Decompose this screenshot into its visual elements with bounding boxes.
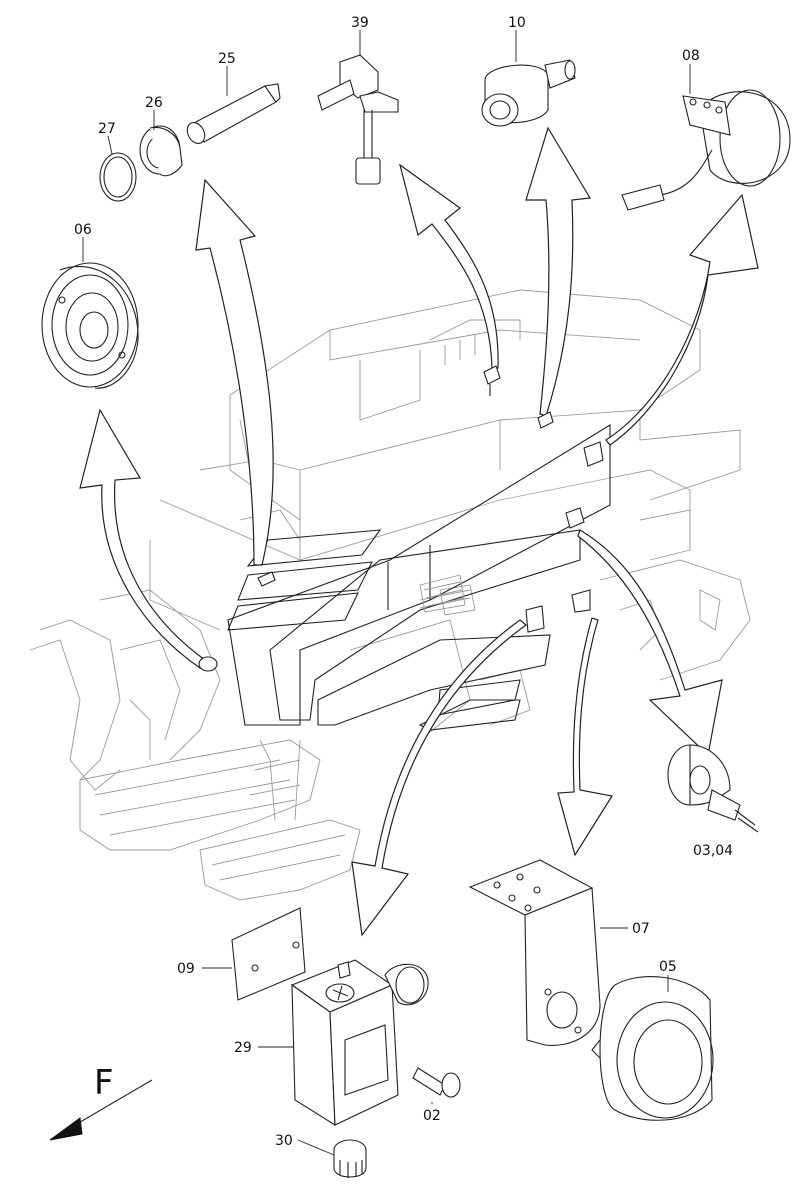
- part-39-sensor: [317, 30, 399, 185]
- machine-outline: [29, 289, 751, 901]
- callout-labels: 39 10 08 25 26 27 06 03,04 07 05 09 29 0…: [74, 15, 733, 1149]
- mounted-parts: [198, 365, 604, 672]
- callout-05: 05: [659, 959, 677, 975]
- cab-panels: [227, 424, 611, 731]
- callout-39: 39: [351, 15, 369, 31]
- front-direction-label: F: [94, 1063, 114, 1103]
- flow-arrows: [79, 126, 759, 937]
- part-06-flange: [41, 237, 139, 389]
- callout-07: 07: [632, 921, 650, 937]
- part-03-04-sensor: [667, 744, 759, 833]
- front-direction-arrow: [49, 1079, 153, 1141]
- callout-27: 27: [98, 121, 116, 137]
- callout-03-04: 03,04: [693, 843, 733, 859]
- callout-02: 02: [423, 1108, 441, 1124]
- callout-10: 10: [508, 15, 526, 31]
- part-29-block: [258, 959, 429, 1127]
- part-09-plate: [202, 907, 306, 1001]
- part-27-ring: [99, 135, 137, 202]
- callout-29: 29: [234, 1040, 252, 1056]
- part-10-switch: [481, 30, 576, 127]
- callout-25: 25: [218, 51, 236, 67]
- callout-08: 08: [682, 48, 700, 64]
- part-05-cylinder: [591, 975, 714, 1121]
- callout-30: 30: [275, 1133, 293, 1149]
- part-30-knob: [297, 1139, 367, 1178]
- part-08-horn: [621, 64, 791, 211]
- part-02-bolt: [412, 1067, 461, 1104]
- part-26-bushing: [139, 110, 183, 177]
- callout-09: 09: [177, 961, 195, 977]
- callout-06: 06: [74, 222, 92, 238]
- part-07-bracket: [468, 859, 628, 1046]
- callout-26: 26: [145, 95, 163, 111]
- part-25-pin: [186, 66, 281, 144]
